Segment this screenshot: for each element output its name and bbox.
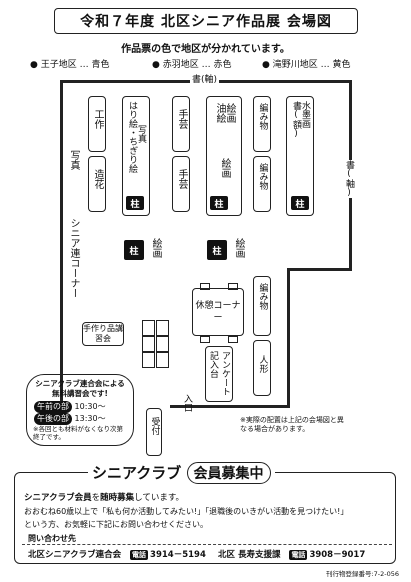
pillar-5: 柱 [207, 240, 227, 260]
booth-kousaku: 工作 [88, 96, 106, 152]
recruit-line-1: シニアクラブ会員を随時募集しています。 [24, 493, 185, 503]
legend-akabane: ● 赤羽地区 … 赤色 [152, 60, 232, 70]
enquete-table: アンケート記入台 [205, 346, 233, 402]
booth-kaiga-4: 絵画 [233, 238, 244, 258]
legend-oji: ● 王子地区 … 青色 [30, 60, 110, 70]
pillar-1: 柱 [126, 196, 144, 210]
pillar-4: 柱 [124, 240, 144, 260]
handmade-workshop-box: 手作り品講習会 [82, 322, 124, 346]
chair [200, 336, 210, 343]
layout-note: ※実際の配置は上記の会場図と異なる場合があります。 [240, 416, 344, 433]
booth-shugei-2: 手芸 [172, 156, 190, 212]
print-number: 刊行物登録番号:7-2-056 [325, 570, 399, 578]
booth-amimono-3: 編み物 [253, 276, 271, 336]
workshop-bubble: シニアクラブ連合会による 無料講習会です! 午前の部 10:30～ 午後の部 1… [26, 374, 134, 446]
contact-label: 問い合わせ先 [28, 534, 76, 543]
reception-desk: 受付 [146, 408, 162, 456]
booth-shugei-1: 手芸 [172, 96, 190, 152]
chair [228, 283, 238, 290]
chair [228, 336, 238, 343]
chair [200, 283, 210, 290]
entrance-label: 入口 [182, 394, 192, 412]
wall-right-label: 書(軸) [344, 160, 354, 198]
booth-ningyou: 人形 [253, 340, 271, 396]
recruit-line-2: おおむね60歳以上で「私も何か活動してみたい!」「退職後のいきがい活動を見つけた… [24, 507, 349, 516]
booth-kaiga-3: 絵画 [150, 238, 161, 258]
rest-corner: 休憩コーナー [192, 288, 244, 336]
wall-top-label: 書(軸) [190, 72, 220, 85]
recruit-line-3: という方、お気軽に下記にお問い合わせください。 [24, 520, 208, 529]
recruit-title: シニアクラブ 会員募集中 [88, 462, 275, 484]
page-title: 令和７年度 北区シニア作品展 会場図 [54, 8, 358, 34]
booth-amimono-2: 編み物 [253, 156, 271, 212]
booth-zouka: 造花 [88, 156, 106, 212]
booth-kaiga-2: 絵画 [219, 158, 230, 178]
legend-takinogawa: ● 滝野川地区 … 黄色 [262, 60, 351, 70]
subtitle: 作品票の色で地区が分かれています。 [121, 44, 290, 55]
pillar-3: 柱 [291, 196, 309, 210]
senior-corner-label: シニア連コーナー [68, 218, 79, 298]
divider [22, 544, 392, 546]
wall-left-label: 写真 [68, 150, 79, 170]
pillar-2: 柱 [210, 196, 228, 210]
booth-amimono-1: 編み物 [253, 96, 271, 152]
